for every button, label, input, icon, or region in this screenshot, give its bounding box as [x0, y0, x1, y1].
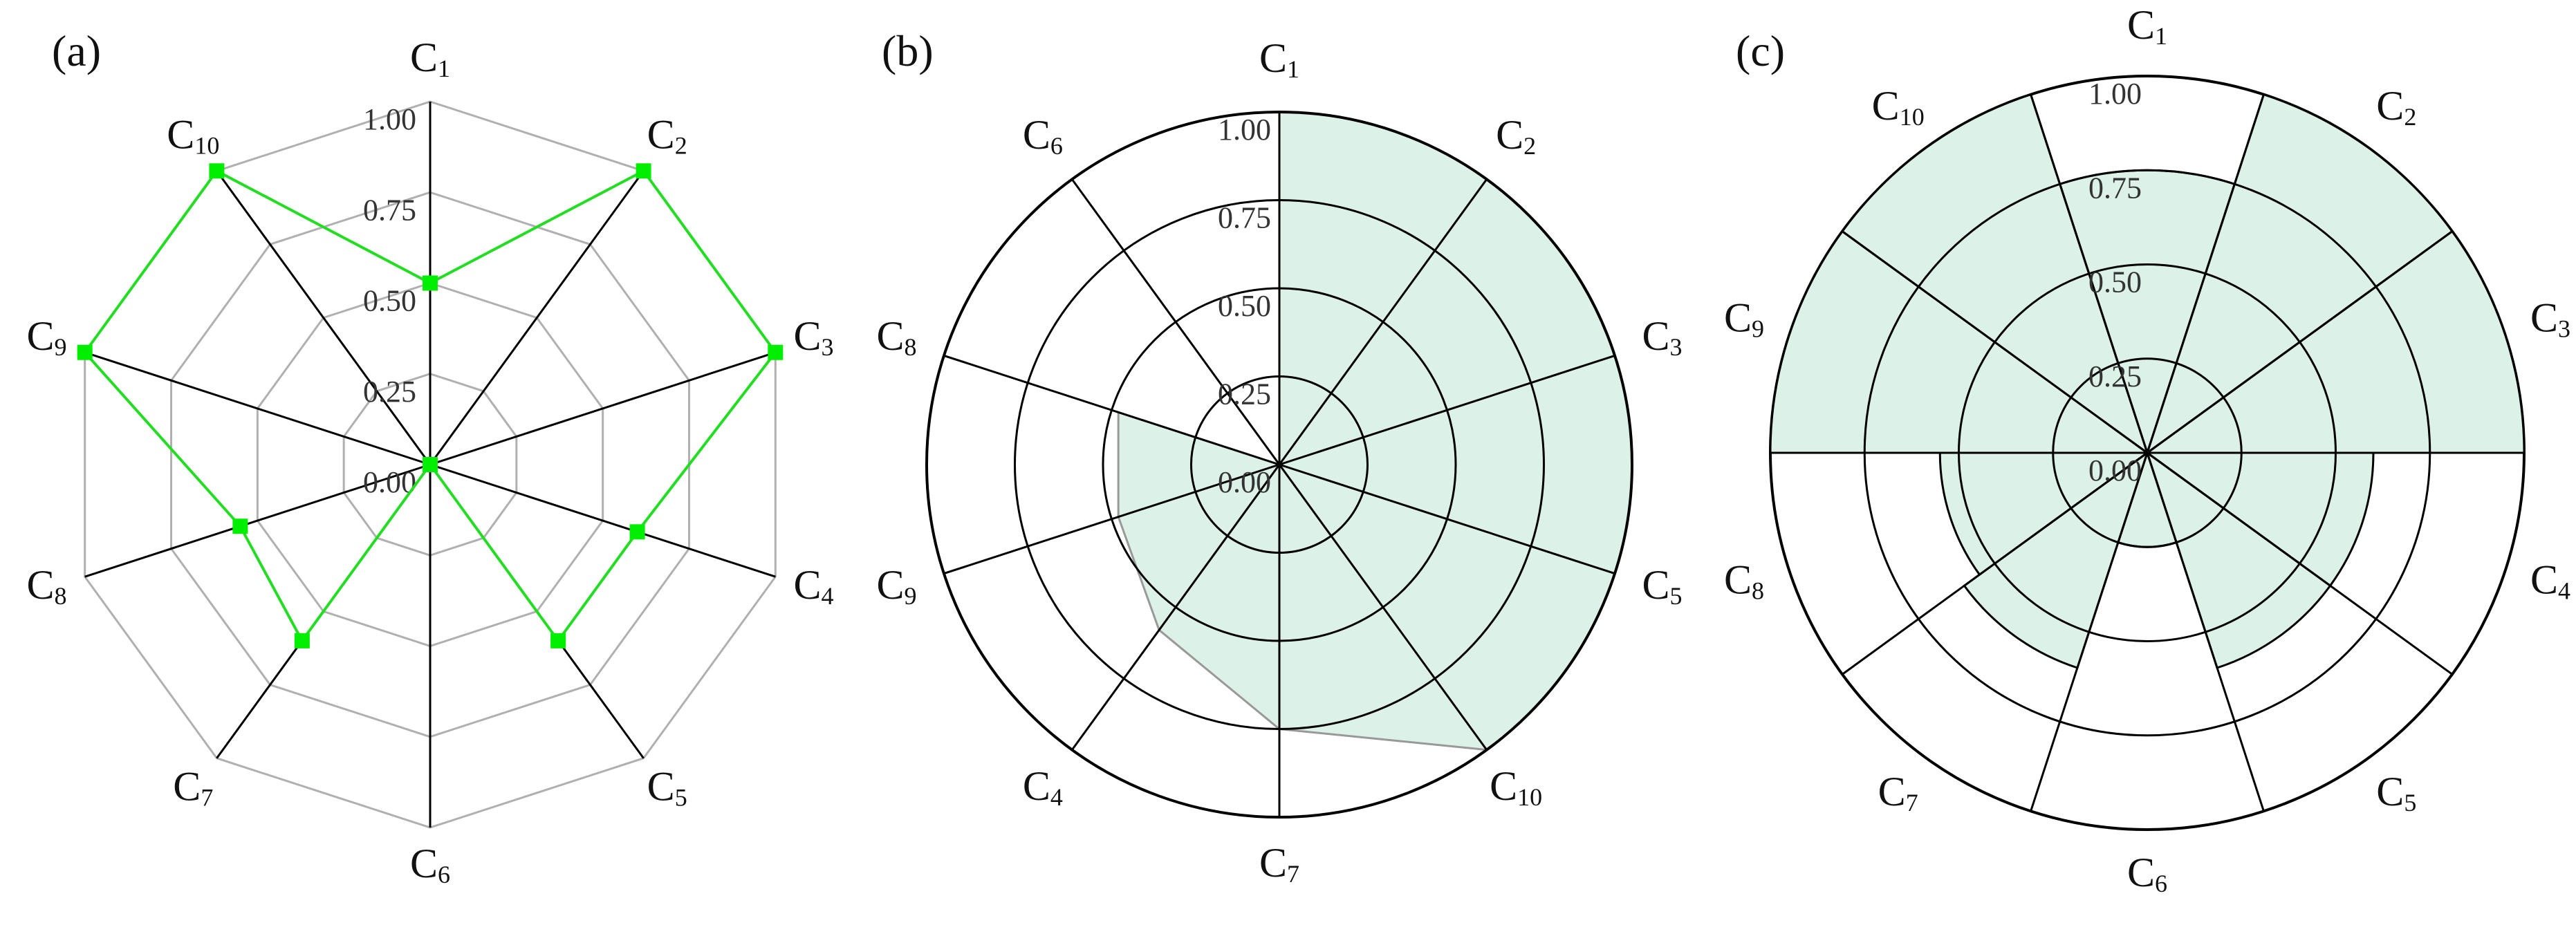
- axis-label-c4: C4: [2530, 557, 2570, 605]
- polar-sector-spoke: [1842, 451, 2148, 675]
- axis-label-c10: C10: [1490, 763, 1542, 812]
- axis-label-c1: C1: [2127, 2, 2167, 50]
- axis-label-c6: C6: [1023, 112, 1063, 160]
- axis-label-c2: C2: [1496, 112, 1536, 160]
- tick-label: 0.75: [363, 193, 416, 227]
- polar-sector-spoke: [2146, 94, 2265, 454]
- polar-bar-c2: [2145, 93, 2454, 456]
- polar-spoke: [1071, 464, 1281, 751]
- panel-c-letter: (c): [1736, 26, 1785, 75]
- tick-label: 0.50: [363, 284, 416, 318]
- radar-data-point: [294, 633, 310, 648]
- radar-spoke: [429, 351, 776, 466]
- tick-label: 1.00: [363, 102, 416, 136]
- polar-spoke: [1278, 178, 1488, 465]
- panel-a-radar-chart: (a) C1C2C3C4C5C6C7C8C9C100.000.250.500.7…: [27, 26, 834, 888]
- tick-label: 0.25: [363, 375, 416, 409]
- radar-spoke: [429, 170, 645, 465]
- tick-label: 1.00: [2088, 77, 2142, 111]
- polar-area-fill: [1117, 111, 1633, 751]
- polar-spoke: [943, 354, 1280, 466]
- axis-label-c3: C3: [1642, 313, 1682, 362]
- radar-data-point: [636, 163, 651, 179]
- polar-bar-c8: [1938, 451, 2151, 577]
- polar-bar-c5: [2145, 450, 2332, 669]
- polar-bar-c4: [2144, 451, 2375, 588]
- radar-spoke: [84, 463, 431, 578]
- polar-spoke: [1278, 464, 1488, 751]
- radar-data-point: [209, 163, 225, 179]
- polar-spoke: [1279, 354, 1615, 466]
- axis-label-c6: C6: [410, 841, 450, 889]
- polar-sector-spoke: [2030, 452, 2149, 812]
- axis-label-c5: C5: [2376, 769, 2416, 817]
- radar-data-point: [550, 633, 566, 648]
- polar-spoke: [943, 463, 1280, 575]
- radar-spoke: [216, 170, 432, 465]
- axis-label-c9: C9: [1724, 295, 1764, 343]
- axis-label-c7: C7: [1878, 769, 1918, 817]
- axis-label-c7: C7: [173, 763, 213, 812]
- tick-label: 0.75: [2088, 171, 2142, 205]
- axis-label-c2: C2: [647, 111, 687, 160]
- axis-label-c10: C10: [1872, 83, 1925, 131]
- panel-b-letter: (b): [882, 26, 934, 75]
- tick-label: 0.50: [2088, 265, 2142, 299]
- axis-label-c4: C4: [793, 562, 833, 610]
- axis-label-c9: C9: [27, 313, 67, 362]
- radar-data-point: [232, 518, 248, 534]
- polar-sector-spoke: [1842, 230, 2148, 454]
- axis-label-c8: C8: [27, 562, 67, 610]
- tick-label: 1.00: [1218, 113, 1271, 147]
- axis-label-c4: C4: [1023, 763, 1063, 812]
- tick-label: 0.00: [1218, 465, 1271, 499]
- tick-label: 0.75: [1218, 201, 1271, 235]
- polar-sector-spoke: [2146, 452, 2265, 812]
- polar-spoke: [1279, 463, 1615, 575]
- tick-label: 0.50: [1218, 289, 1271, 323]
- axis-label-c2: C2: [2376, 83, 2416, 131]
- polar-sector-spoke: [2030, 94, 2149, 454]
- radar-data-point: [77, 344, 93, 360]
- axis-label-c8: C8: [876, 313, 916, 362]
- axis-label-c5: C5: [1642, 562, 1682, 610]
- axis-label-c9: C9: [876, 562, 916, 610]
- radar-spoke: [429, 463, 776, 578]
- radar-data-point: [768, 344, 784, 360]
- polar-bar-c7: [1963, 450, 2149, 669]
- axis-label-c8: C8: [1724, 557, 1764, 605]
- axis-label-c1: C1: [410, 35, 450, 83]
- polar-bar-c3: [2144, 230, 2526, 454]
- axis-label-c3: C3: [2530, 295, 2570, 343]
- polar-sector-spoke: [2147, 451, 2453, 675]
- radar-spoke: [84, 351, 431, 466]
- tick-label: 0.25: [2088, 359, 2142, 393]
- tick-label: 0.00: [2088, 454, 2142, 487]
- axis-label-c7: C7: [1259, 840, 1299, 888]
- polar-bar-c10: [1840, 93, 2149, 456]
- radar-data-point: [423, 275, 438, 291]
- axis-label-c6: C6: [2127, 850, 2167, 898]
- polar-sector-spoke: [2147, 230, 2453, 454]
- radar-data-point: [629, 524, 645, 540]
- axis-label-c3: C3: [793, 313, 833, 362]
- polar-spoke: [1071, 178, 1281, 465]
- tick-label: 0.25: [1218, 377, 1271, 411]
- axis-label-c1: C1: [1259, 35, 1299, 84]
- radar-data-point: [423, 457, 438, 472]
- panel-a-letter: (a): [52, 26, 101, 75]
- axis-label-c5: C5: [647, 763, 687, 812]
- axis-label-c10: C10: [167, 111, 219, 160]
- polar-bar-c9: [1769, 230, 2151, 454]
